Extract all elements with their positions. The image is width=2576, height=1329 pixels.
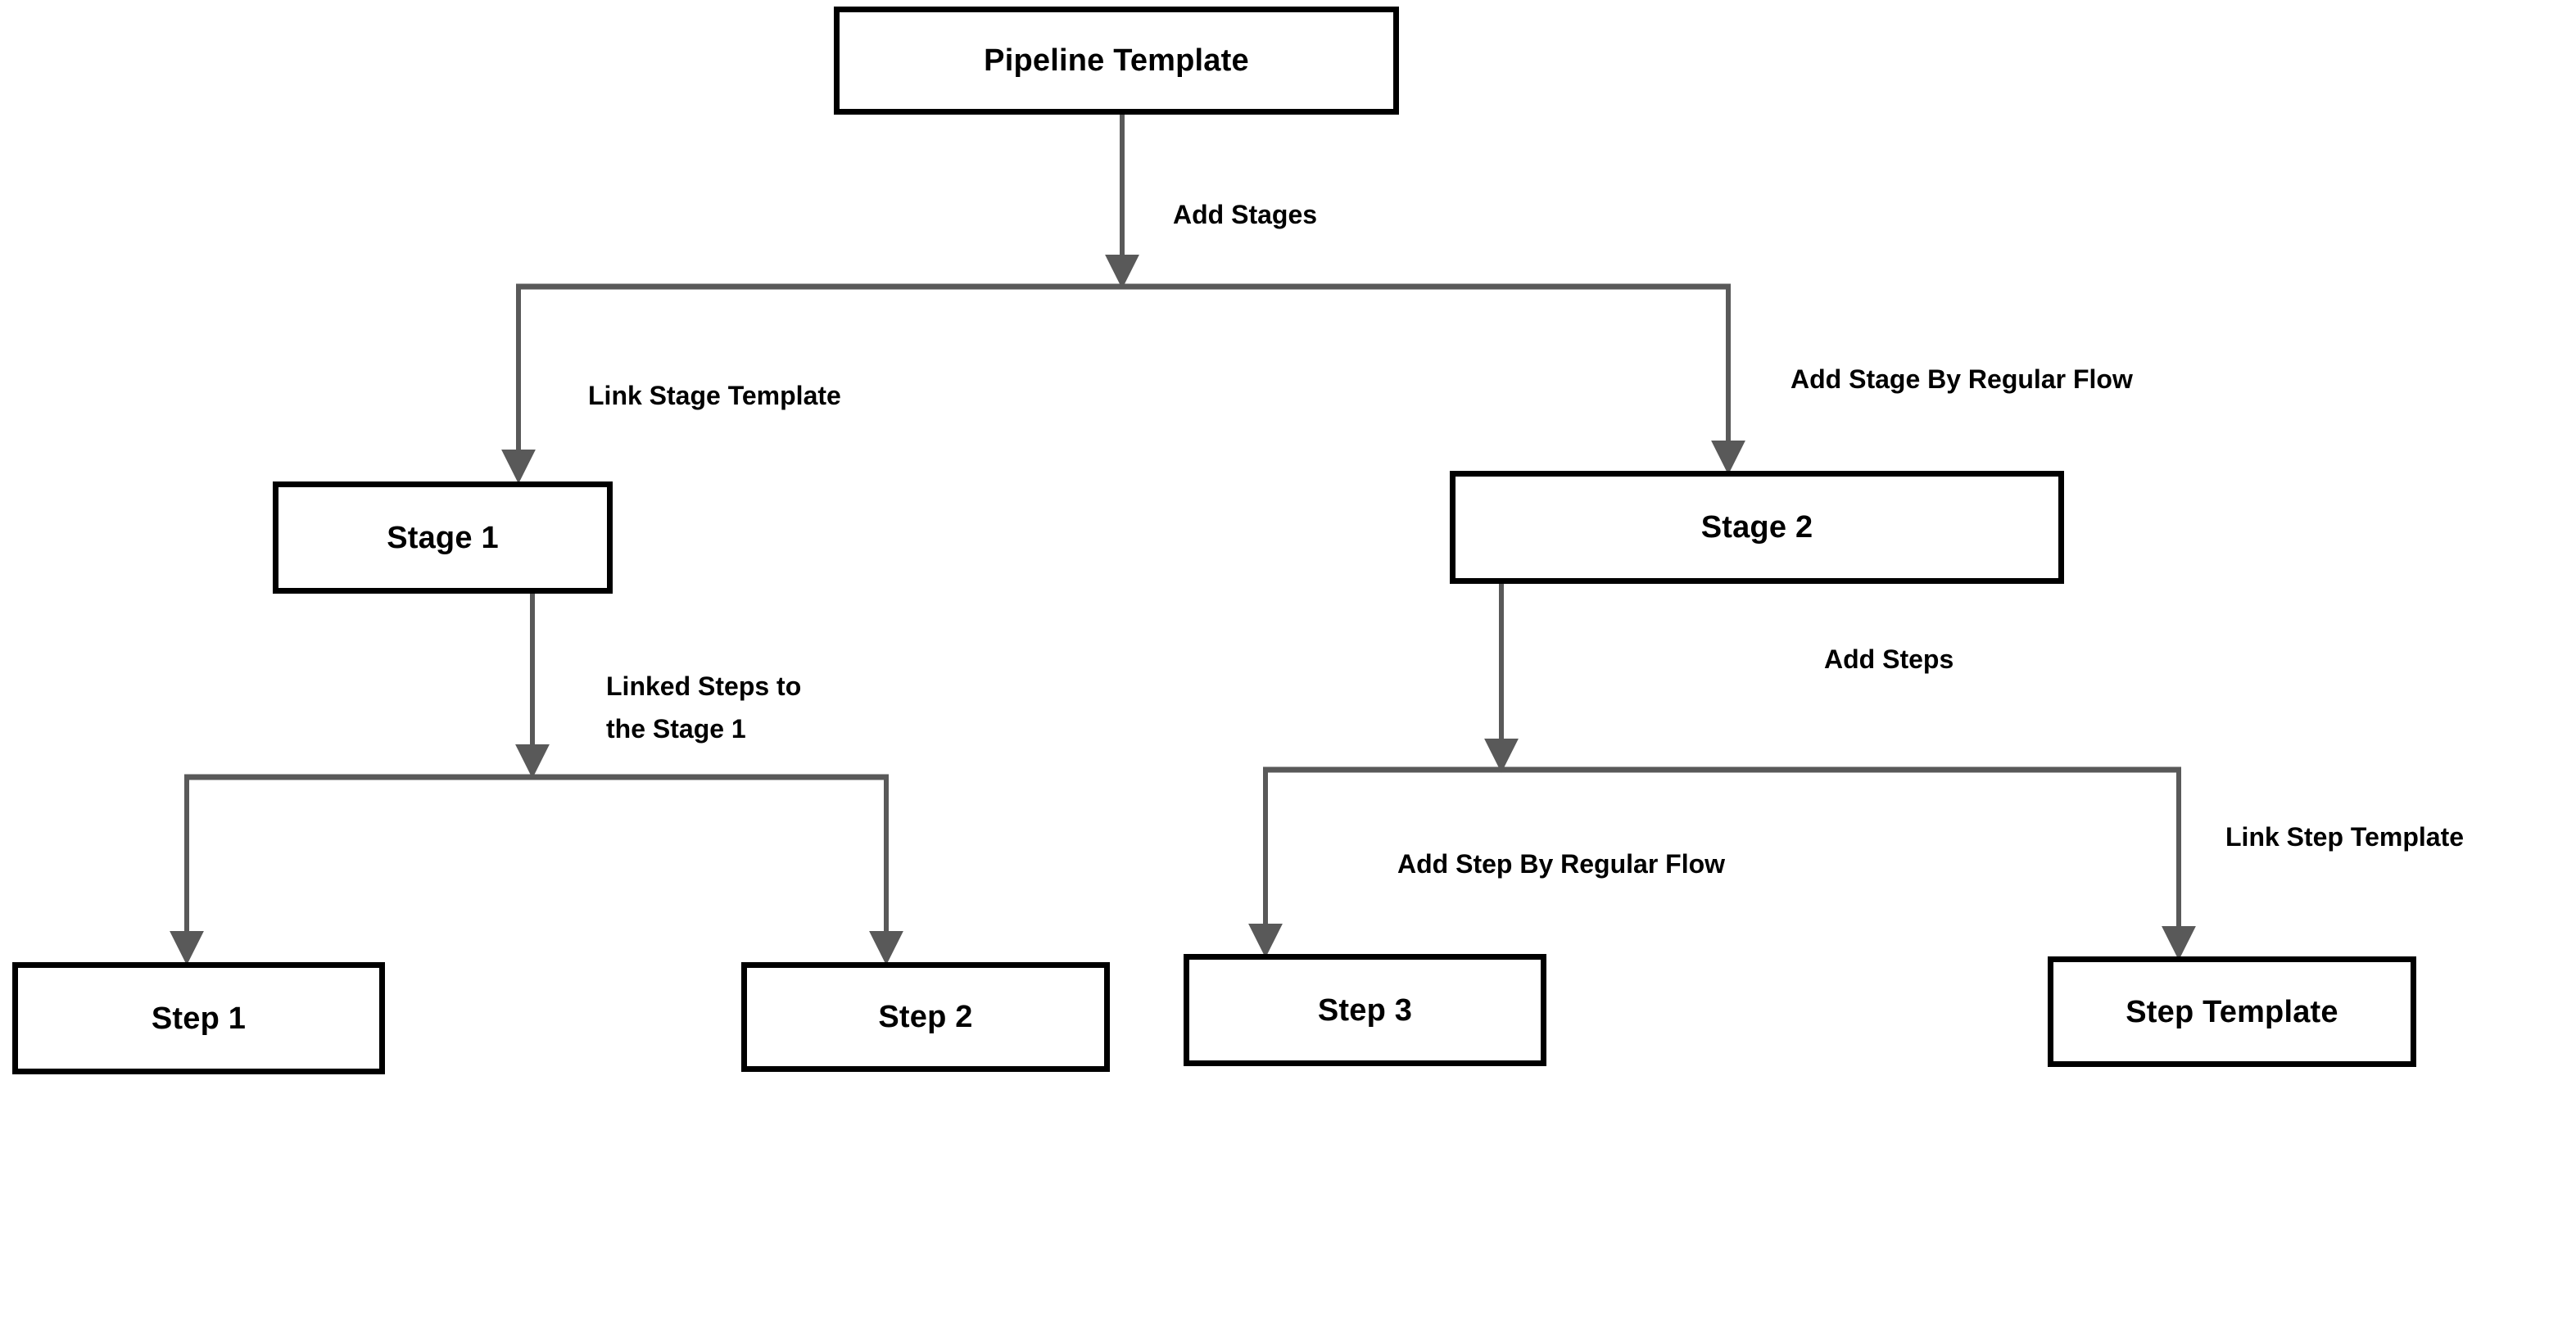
- edge-label-add-step-by-regular-flow: Add Step By Regular Flow: [1397, 849, 1726, 879]
- node-pipeline-template[interactable]: Pipeline Template: [834, 7, 1399, 115]
- edge-label-add-steps: Add Steps: [1824, 644, 1954, 674]
- edge-label-linked-steps-to-the-stage-1: Linked Steps to the Stage 1: [606, 671, 802, 744]
- node-step-3[interactable]: Step 3: [1184, 954, 1546, 1066]
- edge-label-add-stages: Add Stages: [1173, 200, 1318, 229]
- node-stage-1-label: Stage 1: [387, 520, 499, 555]
- node-step-template[interactable]: Step Template: [2048, 956, 2416, 1067]
- edge-label-link-step-template: Link Step Template: [2225, 822, 2465, 852]
- node-step-1[interactable]: Step 1: [12, 962, 385, 1074]
- node-stage-2-label: Stage 2: [1700, 510, 1813, 545]
- node-stage-2[interactable]: Stage 2: [1450, 471, 2064, 584]
- node-step-1-label: Step 1: [151, 1001, 247, 1036]
- node-step-3-label: Step 3: [1317, 992, 1413, 1028]
- node-step-template-label: Step Template: [2126, 994, 2338, 1029]
- node-step-2-label: Step 2: [878, 1000, 973, 1034]
- edge-label-link-stage-template: Link Stage Template: [588, 381, 841, 410]
- node-pipeline-template-label: Pipeline Template: [984, 43, 1249, 78]
- node-step-2[interactable]: Step 2: [741, 962, 1110, 1072]
- edge-label-add-stage-by-regular-flow: Add Stage By Regular Flow: [1791, 364, 2133, 394]
- node-stage-1[interactable]: Stage 1: [273, 481, 613, 594]
